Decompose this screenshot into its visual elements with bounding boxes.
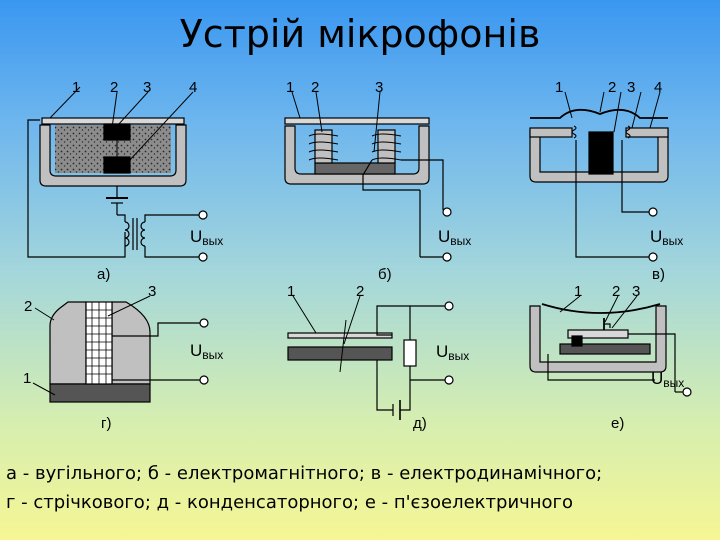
panel-ribbon-microphone: [32, 295, 209, 403]
condenser-resistor: [403, 339, 417, 367]
condenser-backplate: [287, 346, 393, 361]
panel-b-number-3: 3: [375, 79, 383, 96]
panel-d-number-2: 2: [356, 283, 364, 300]
em-coil-right: [371, 133, 402, 161]
panel-a-output-label: Uвых: [190, 227, 223, 248]
panel-d-number-1: 1: [287, 283, 295, 300]
panel-v-letter: в): [652, 266, 665, 283]
panel-a-number-2: 2: [110, 79, 118, 96]
piezo-diaphragm: [541, 303, 661, 314]
panel-b-number-1: 1: [286, 79, 294, 96]
panel-a-number-4: 4: [189, 79, 197, 96]
caption-line-2: г - стрічкового; д - конденсаторного; е …: [6, 492, 574, 513]
panel-e-output-label: Uвых: [651, 369, 684, 390]
panel-carbon-microphone: [27, 86, 208, 262]
ed-diaphragm: [530, 108, 668, 119]
panel-e-number-2: 2: [612, 283, 620, 300]
ed-coil: [571, 125, 631, 139]
panel-e-number-3: 3: [632, 283, 640, 300]
panel-g-number-1: 1: [23, 370, 31, 387]
panel-electrodynamic-microphone: [529, 91, 669, 262]
panel-a-number-3: 3: [143, 79, 151, 96]
panel-e-letter: е): [611, 415, 624, 432]
panel-v-number-1: 1: [555, 79, 563, 96]
ed-pole-left: [529, 127, 573, 138]
ed-center-magnet: [588, 131, 614, 175]
panel-v-output-label: Uвых: [650, 227, 683, 248]
em-housing: [284, 125, 430, 185]
carbon-electrode-bottom: [103, 156, 131, 174]
panel-b-number-2: 2: [311, 79, 319, 96]
panel-d-letter: д): [413, 415, 427, 432]
ed-pole-right: [625, 127, 669, 138]
panel-electromagnetic-microphone: [284, 91, 452, 262]
em-magnet-base: [314, 162, 396, 175]
panel-g-number-3: 3: [148, 283, 156, 300]
panel-g-letter: г): [101, 415, 111, 432]
piezo-housing: [529, 305, 667, 373]
panel-a-number-1: 1: [72, 79, 80, 96]
panel-e-number-1: 1: [574, 283, 582, 300]
em-coil-left: [308, 133, 339, 161]
panel-g-number-2: 2: [24, 298, 32, 315]
em-pole-right: [377, 129, 396, 164]
panel-piezoelectric-microphone: [529, 295, 692, 397]
panel-g-output-label: Uвых: [190, 341, 223, 362]
carbon-housing: [39, 124, 187, 187]
piezo-base: [559, 343, 651, 355]
panel-v-number-2: 2: [608, 79, 616, 96]
panel-b-letter: б): [378, 266, 392, 283]
caption-line-1: а - вугільного; б - електромагнітного; в…: [6, 463, 603, 484]
slide-title: Устрій мікрофонів: [179, 12, 541, 56]
piezo-support: [571, 335, 583, 347]
panel-b-output-label: Uвых: [438, 227, 471, 248]
panel-a-letter: а): [97, 266, 110, 283]
ribbon-base: [49, 383, 151, 403]
em-pole-left: [314, 129, 333, 164]
em-diaphragm: [284, 117, 430, 125]
ribbon-magnet-left: [49, 301, 87, 385]
ribbon-magnet-right: [111, 301, 151, 385]
panel-v-number-4: 4: [654, 79, 662, 96]
panel-d-output-label: Uвых: [436, 342, 469, 363]
panel-condenser-microphone: [287, 295, 454, 420]
panel-v-number-3: 3: [627, 79, 635, 96]
